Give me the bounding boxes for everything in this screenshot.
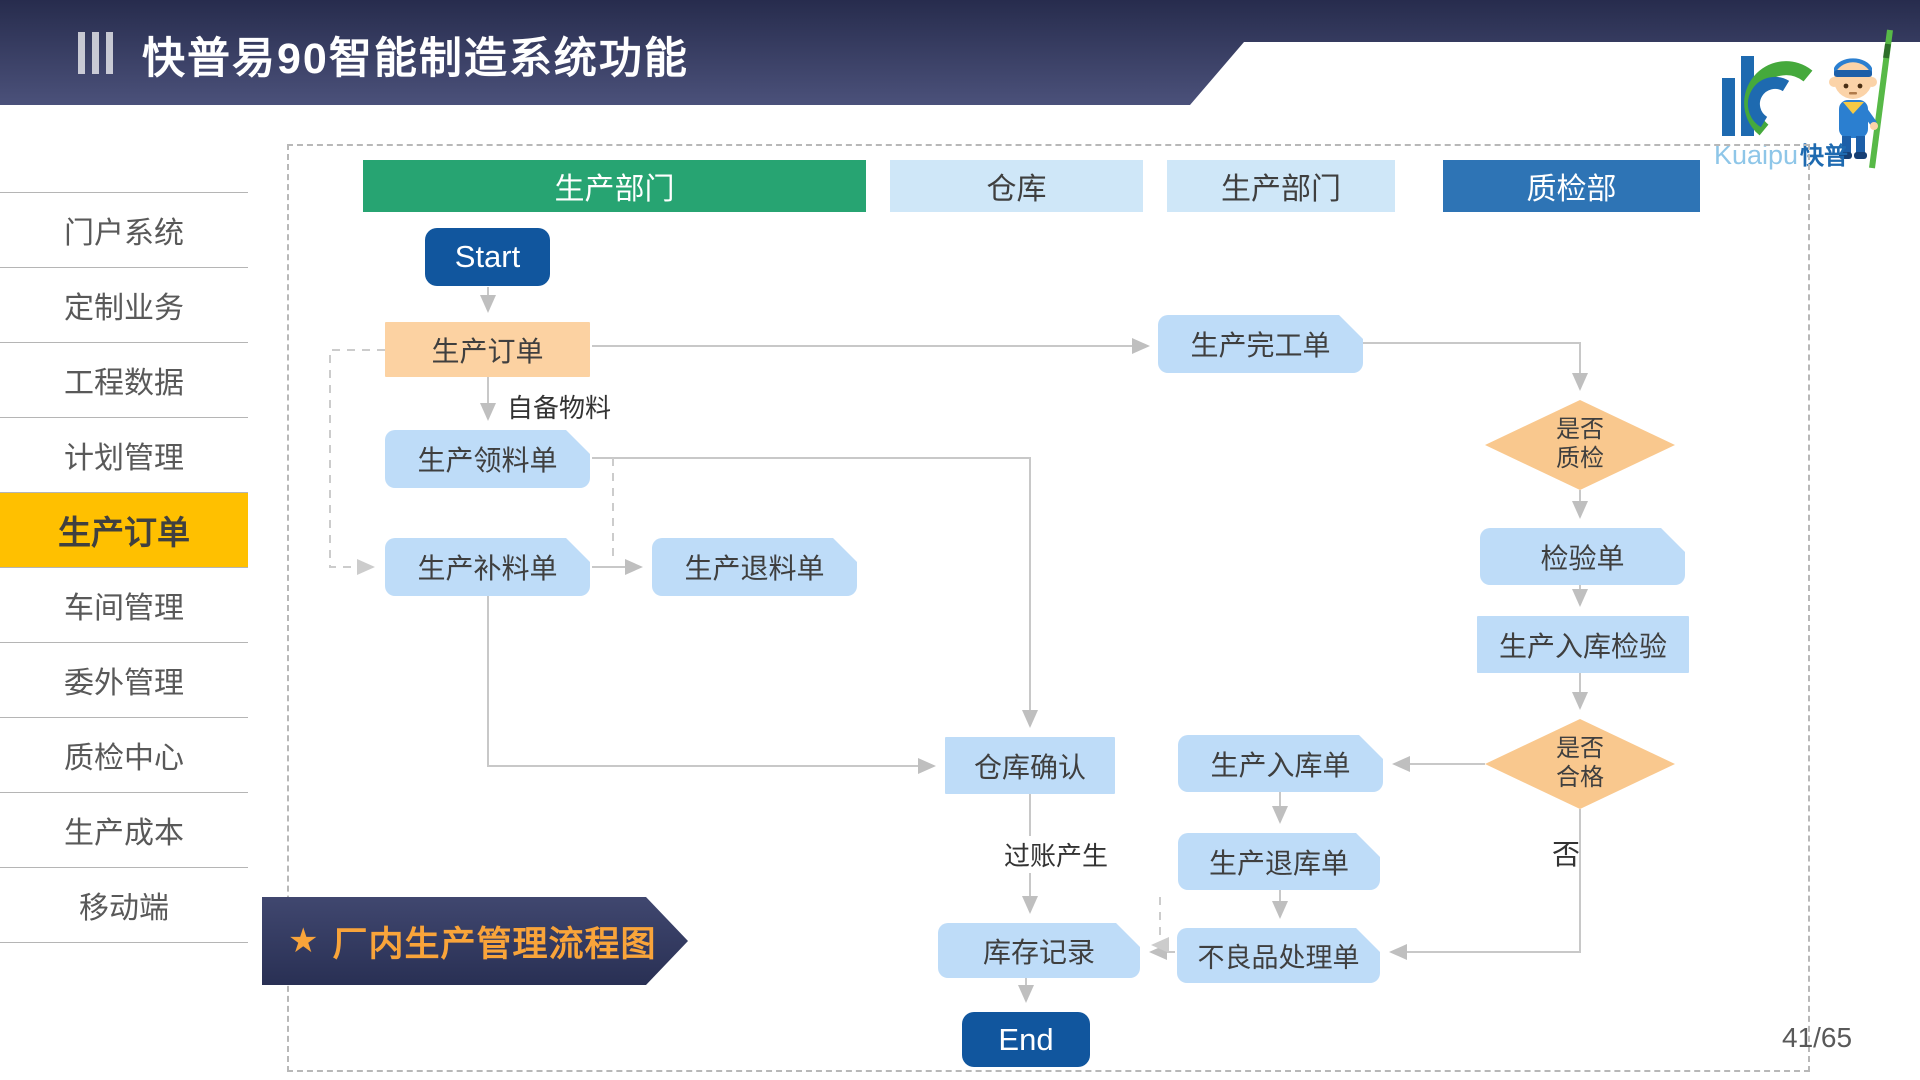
kuaipu-mascot <box>1829 29 1893 169</box>
lane-header-warehouse: 仓库 <box>890 160 1143 212</box>
sidebar-item-qc-center[interactable]: 质检中心 <box>0 718 248 793</box>
node-finish-order: 生产完工单 <box>1158 315 1363 373</box>
edge-label-no: 否 <box>1552 839 1581 870</box>
node-start: Start <box>425 228 550 286</box>
sidebar-item-plan-management[interactable]: 计划管理 <box>0 418 248 493</box>
star-icon: ★ <box>288 922 319 960</box>
page-title: 快普易90智能制造系统功能 <box>142 35 689 83</box>
lane-header-production-dept-2: 生产部门 <box>1167 160 1395 212</box>
edge-label-self-material: 自备物料 <box>507 393 612 423</box>
sidebar-item-engineering-data[interactable]: 工程数据 <box>0 343 248 418</box>
caption-banner: ★ 厂内生产管理流程图 <box>262 897 688 985</box>
qc-decision-line2: 质检 <box>1556 445 1604 472</box>
node-warehouse-confirm: 仓库确认 <box>945 737 1115 794</box>
node-stock-record: 库存记录 <box>938 923 1140 978</box>
lane-header-production-dept-1: 生产部门 <box>363 160 866 212</box>
dashed-edges <box>329 349 1169 953</box>
node-end: End <box>962 1012 1090 1067</box>
sidebar-item-custom-business[interactable]: 定制业务 <box>0 268 248 343</box>
qualified-decision-line2: 合格 <box>1556 764 1604 791</box>
sidebar-nav: 门户系统 定制业务 工程数据 计划管理 生产订单 车间管理 委外管理 质检中心 … <box>0 192 248 943</box>
node-material-refill-order: 生产补料单 <box>385 538 590 596</box>
qualified-decision-line1: 是否 <box>1556 735 1604 763</box>
node-inbound-order: 生产入库单 <box>1178 735 1383 792</box>
node-material-pick-order: 生产领料单 <box>385 430 590 488</box>
sidebar-item-mobile[interactable]: 移动端 <box>0 868 248 943</box>
kuaipu-logo: Kuaipu 快普 <box>1714 29 1893 170</box>
node-production-order: 生产订单 <box>385 322 590 377</box>
page-number: 41/65 <box>1782 1022 1853 1053</box>
sidebar-item-outsourcing-management[interactable]: 委外管理 <box>0 643 248 718</box>
edge-label-posting: 过账产生 <box>975 836 1137 873</box>
node-material-return-order: 生产退料单 <box>652 538 857 596</box>
node-defect-handle-order: 不良品处理单 <box>1177 928 1380 983</box>
sidebar-item-production-cost[interactable]: 生产成本 <box>0 793 248 868</box>
node-stock-return-order: 生产退库单 <box>1178 833 1380 890</box>
node-inspection-order: 检验单 <box>1480 528 1685 585</box>
kp-mark <box>1722 56 1813 136</box>
sidebar-item-workshop-management[interactable]: 车间管理 <box>0 568 248 643</box>
flowchart-border <box>287 144 1810 1072</box>
lane-header-qc-dept: 质检部 <box>1443 160 1700 212</box>
sidebar-item-portal-system[interactable]: 门户系统 <box>0 193 248 268</box>
caption-banner-label: 厂内生产管理流程图 <box>332 924 657 964</box>
sidebar-item-production-order[interactable]: 生产订单 <box>0 493 248 568</box>
title-bars-icon <box>78 32 113 74</box>
solid-edges <box>480 287 1588 1003</box>
qc-decision-line1: 是否 <box>1556 416 1604 444</box>
node-inbound-inspection: 生产入库检验 <box>1477 616 1689 673</box>
